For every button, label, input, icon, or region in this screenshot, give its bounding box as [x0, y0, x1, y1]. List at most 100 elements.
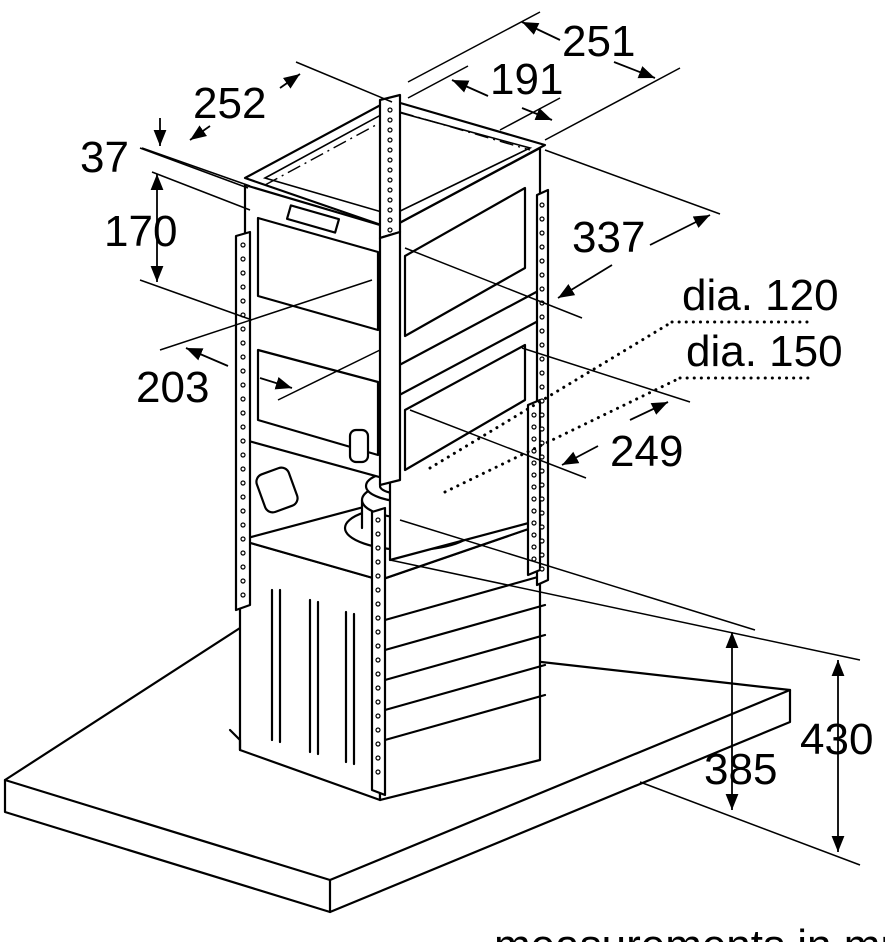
- mounting-hole: [539, 286, 545, 292]
- mounting-hole: [240, 256, 246, 262]
- mounting-hole: [531, 424, 537, 430]
- mounting-hole: [539, 258, 545, 264]
- mounting-hole: [531, 520, 537, 526]
- mounting-hole: [375, 741, 381, 747]
- mounting-hole: [387, 137, 393, 143]
- mounting-frame: [234, 93, 550, 797]
- mounting-hole: [240, 382, 246, 388]
- mounting-hole: [375, 727, 381, 733]
- dimension-337: 337: [572, 213, 645, 262]
- mounting-hole: [240, 354, 246, 360]
- units-caption: measurements in mm: [494, 921, 885, 942]
- mounting-hole: [387, 227, 393, 233]
- dimension-170: 170: [104, 207, 177, 256]
- mounting-hole: [375, 769, 381, 775]
- mounting-hole: [240, 326, 246, 332]
- mounting-hole: [375, 671, 381, 677]
- mounting-hole: [240, 242, 246, 248]
- mounting-hole: [387, 217, 393, 223]
- mounting-hole: [240, 410, 246, 416]
- dimension-249: 249: [610, 427, 683, 476]
- mounting-hole: [375, 517, 381, 523]
- mounting-hole: [240, 466, 246, 472]
- mounting-hole: [240, 438, 246, 444]
- dimension-430: 430: [800, 715, 873, 764]
- mounting-hole: [375, 713, 381, 719]
- mounting-hole: [240, 368, 246, 374]
- mounting-hole: [375, 601, 381, 607]
- mounting-hole: [375, 587, 381, 593]
- mounting-hole: [375, 615, 381, 621]
- mounting-hole: [531, 472, 537, 478]
- dimension-252: 252: [193, 79, 266, 128]
- mounting-hole: [375, 643, 381, 649]
- dimension-191: 191: [490, 55, 563, 104]
- mounting-hole: [387, 157, 393, 163]
- mounting-hole: [539, 244, 545, 250]
- mounting-hole: [531, 532, 537, 538]
- mounting-hole: [387, 187, 393, 193]
- mounting-hole: [375, 699, 381, 705]
- mounting-hole: [531, 508, 537, 514]
- mounting-hole: [375, 685, 381, 691]
- mounting-hole: [387, 207, 393, 213]
- mounting-hole: [375, 573, 381, 579]
- mounting-hole: [539, 412, 545, 418]
- mounting-hole: [539, 552, 545, 558]
- mounting-hole: [539, 328, 545, 334]
- mounting-hole: [375, 545, 381, 551]
- mounting-hole: [539, 202, 545, 208]
- mounting-hole: [531, 460, 537, 466]
- mounting-hole: [240, 522, 246, 528]
- mounting-hole: [375, 755, 381, 761]
- mounting-hole: [539, 468, 545, 474]
- mounting-hole: [240, 508, 246, 514]
- mounting-hole: [240, 270, 246, 276]
- mounting-hole: [539, 524, 545, 530]
- mounting-hole: [539, 566, 545, 572]
- mounting-hole: [387, 107, 393, 113]
- mounting-hole: [240, 480, 246, 486]
- mounting-hole: [387, 117, 393, 123]
- mounting-hole: [240, 494, 246, 500]
- mounting-hole: [531, 412, 537, 418]
- dimension-251: 251: [562, 17, 635, 66]
- mounting-hole: [240, 424, 246, 430]
- mounting-hole: [240, 284, 246, 290]
- mounting-hole: [375, 629, 381, 635]
- mounting-hole: [387, 167, 393, 173]
- dimension-lines: [139, 11, 861, 866]
- dimension-dia-150: dia. 150: [686, 327, 843, 376]
- mounting-hole: [539, 496, 545, 502]
- mounting-hole: [240, 452, 246, 458]
- mounting-hole: [387, 147, 393, 153]
- mounting-hole: [240, 578, 246, 584]
- mounting-hole: [531, 496, 537, 502]
- mounting-hole: [240, 298, 246, 304]
- mounting-hole: [531, 544, 537, 550]
- mounting-hole: [240, 340, 246, 346]
- mounting-hole: [375, 657, 381, 663]
- mounting-hole: [375, 531, 381, 537]
- mounting-hole: [240, 536, 246, 542]
- mounting-hole: [539, 230, 545, 236]
- mounting-hole: [539, 426, 545, 432]
- mounting-hole: [539, 356, 545, 362]
- dimension-203: 203: [136, 363, 209, 412]
- mounting-hole: [539, 370, 545, 376]
- mounting-hole: [387, 197, 393, 203]
- mounting-hole: [539, 342, 545, 348]
- dimension-385: 385: [704, 745, 777, 794]
- mounting-hole: [387, 127, 393, 133]
- mounting-hole: [539, 216, 545, 222]
- mounting-hole: [240, 550, 246, 556]
- mounting-hole: [240, 396, 246, 402]
- mounting-hole: [539, 454, 545, 460]
- mounting-hole: [531, 436, 537, 442]
- mounting-hole: [240, 592, 246, 598]
- mounting-hole: [531, 484, 537, 490]
- mounting-hole: [539, 384, 545, 390]
- mounting-hole: [539, 538, 545, 544]
- mounting-hole: [539, 510, 545, 516]
